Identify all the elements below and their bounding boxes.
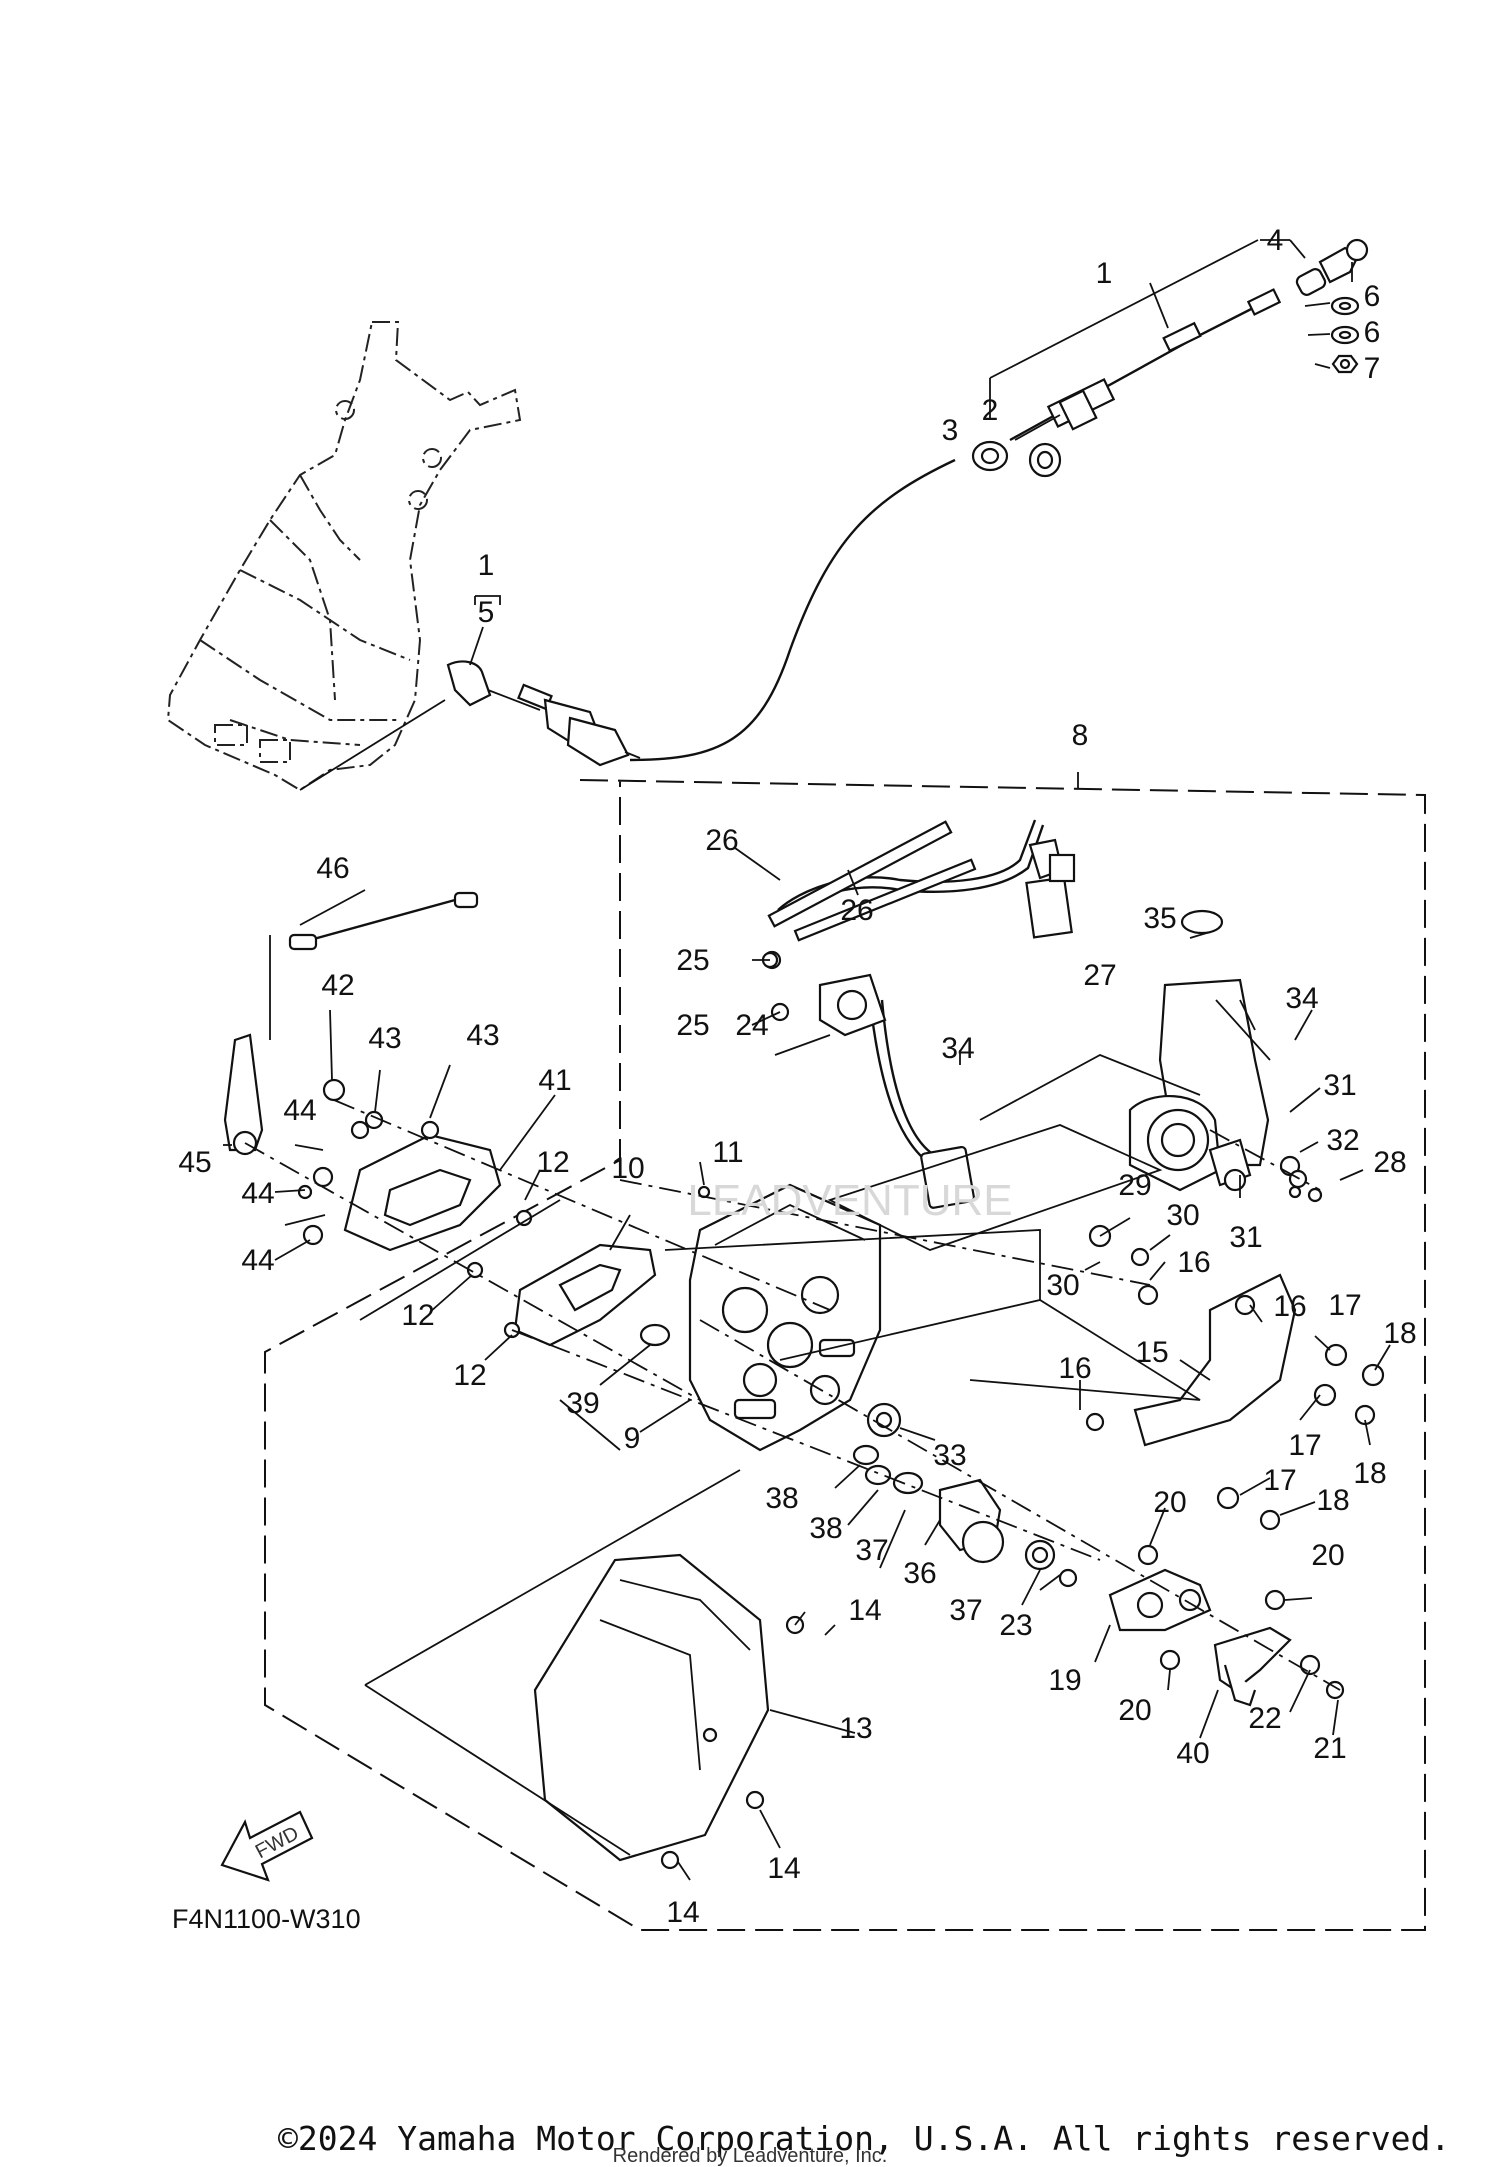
callout-40: 40 [1176, 1737, 1209, 1770]
callout-12c: 12 [453, 1359, 486, 1392]
callout-8: 8 [1072, 719, 1089, 752]
callout-6a: 6 [1364, 280, 1381, 313]
callout-23: 23 [999, 1609, 1032, 1642]
rendered-by: Rendered by Leadventure, Inc. [613, 2145, 888, 2167]
fasteners [297, 951, 1385, 1870]
callout-18a: 18 [1383, 1317, 1416, 1350]
callout-17c: 17 [1263, 1464, 1296, 1497]
callout-13: 13 [839, 1712, 872, 1745]
callout-37a: 37 [855, 1534, 888, 1567]
callout-34a: 34 [941, 1032, 974, 1065]
callout-28: 28 [1373, 1146, 1406, 1179]
callout-20c: 20 [1118, 1694, 1151, 1727]
bracket-and-links [1108, 1273, 1297, 1707]
ball-joint-and-nuts [971, 238, 1369, 478]
callout-32: 32 [1326, 1124, 1359, 1157]
gaskets [343, 1133, 657, 1347]
callout-17a: 17 [1328, 1289, 1361, 1322]
housing [688, 1183, 882, 1452]
fwd-arrow: FWD [220, 1810, 314, 1882]
callout-35: 35 [1143, 902, 1176, 935]
callout-44a: 44 [283, 1094, 316, 1127]
callout-16a: 16 [1177, 1246, 1210, 1279]
callout-38a: 38 [765, 1482, 798, 1515]
callout-29: 29 [1118, 1169, 1151, 1202]
callout-37b: 37 [949, 1594, 982, 1627]
lever-and-rod [223, 891, 479, 1156]
callout-44c: 44 [241, 1244, 274, 1277]
callout-2: 2 [982, 394, 999, 427]
callout-12a: 12 [536, 1146, 569, 1179]
callout-1-lower: 1 [478, 549, 495, 582]
gears [639, 1323, 1078, 1588]
callout-43b: 43 [466, 1019, 499, 1052]
callout-5: 5 [478, 596, 495, 629]
callout-9: 9 [624, 1422, 641, 1455]
wire-harness [762, 819, 1076, 1209]
callout-41: 41 [538, 1064, 571, 1097]
callout-26a: 26 [705, 824, 738, 857]
callout-6b: 6 [1364, 316, 1381, 349]
callout-38b: 38 [809, 1512, 842, 1545]
callout-36: 36 [903, 1557, 936, 1590]
callout-22: 22 [1248, 1702, 1281, 1735]
callout-30b: 30 [1046, 1269, 1079, 1302]
callout-16c: 16 [1058, 1352, 1091, 1385]
callout-25b: 25 [676, 1009, 709, 1042]
callout-1: 1 [1096, 257, 1113, 290]
callout-27: 27 [1083, 959, 1116, 992]
callout-19: 19 [1048, 1664, 1081, 1697]
throttle-cable [446, 288, 1282, 767]
callout-42: 42 [321, 969, 354, 1002]
callout-labels: 1 1 2 3 4 5 6 6 7 8 9 10 11 12 12 12 13 … [178, 224, 1416, 1929]
callout-43a: 43 [368, 1022, 401, 1055]
callout-21: 21 [1313, 1732, 1346, 1765]
steering-column-phantom [166, 321, 522, 792]
callout-18c: 18 [1316, 1484, 1349, 1517]
callout-7: 7 [1364, 352, 1381, 385]
callout-20a: 20 [1153, 1486, 1186, 1519]
callout-18b: 18 [1353, 1457, 1386, 1490]
callout-17b: 17 [1288, 1429, 1321, 1462]
callout-11: 11 [712, 1136, 743, 1169]
callout-45: 45 [178, 1146, 211, 1179]
servo-unit [1128, 909, 1271, 1192]
callout-33: 33 [933, 1439, 966, 1472]
copyright-footer: ©2024 Yamaha Motor Corporation, U.S.A. A… [278, 2119, 1450, 2158]
callout-46: 46 [316, 852, 349, 885]
callout-14a: 14 [848, 1594, 881, 1627]
callout-34b: 34 [1285, 982, 1318, 1015]
callout-25a: 25 [676, 944, 709, 977]
callout-39: 39 [566, 1387, 599, 1420]
leader-lines [223, 239, 1391, 1881]
callout-20b: 20 [1311, 1539, 1344, 1572]
callout-24: 24 [735, 1009, 768, 1042]
assembly-8-boundary [264, 779, 1426, 1931]
diagram-code: F4N1100-W310 [172, 1904, 361, 1934]
callout-26b: 26 [840, 894, 873, 927]
callout-10: 10 [611, 1152, 644, 1185]
callout-3: 3 [942, 414, 959, 447]
callout-30a: 30 [1166, 1199, 1199, 1232]
watermark-text: LEADVENTURE [687, 1176, 1012, 1225]
callout-31a: 31 [1323, 1069, 1356, 1102]
callout-14c: 14 [666, 1896, 699, 1929]
callout-4: 4 [1267, 224, 1284, 257]
callout-44b: 44 [241, 1177, 274, 1210]
cover [533, 1553, 770, 1862]
callout-31b: 31 [1229, 1221, 1262, 1254]
callout-16b: 16 [1273, 1290, 1306, 1323]
callout-15: 15 [1135, 1336, 1168, 1369]
callout-14b: 14 [767, 1852, 800, 1885]
callout-12b: 12 [401, 1299, 434, 1332]
